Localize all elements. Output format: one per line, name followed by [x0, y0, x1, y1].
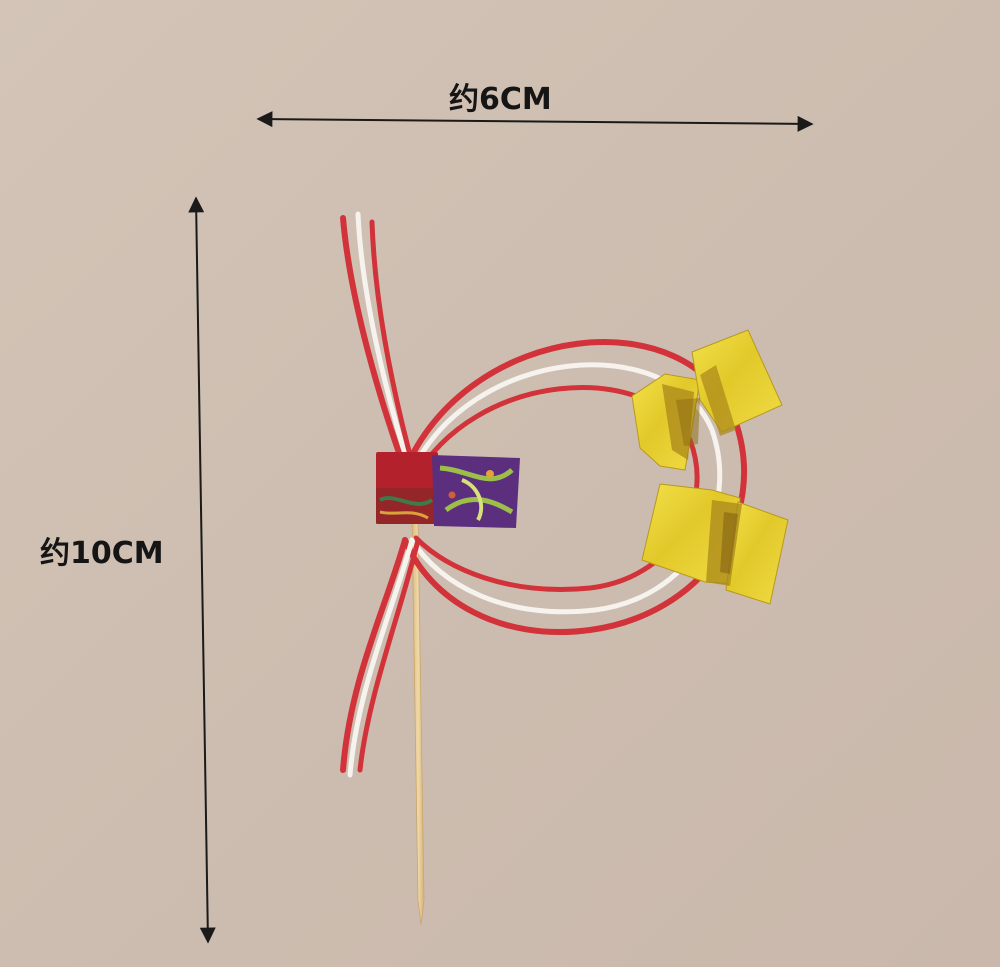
upper-red-tail-2 [369, 219, 417, 473]
width-label: 约6CM [449, 82, 552, 117]
upper-white-tail [355, 211, 413, 473]
width-dimension-arrow [256, 111, 814, 132]
lower-red-tail-2 [357, 537, 421, 773]
cord-tails [340, 211, 421, 778]
brocade-binding [376, 452, 520, 528]
lower-gold-foil [641, 483, 789, 605]
lower-red-tail [340, 537, 408, 773]
height-label: 约10CM [40, 536, 164, 571]
height-dimension-arrow [188, 196, 216, 944]
lower-white-tail [347, 537, 415, 778]
upper-red-tail [340, 215, 408, 473]
upper-gold-foil [631, 329, 783, 471]
